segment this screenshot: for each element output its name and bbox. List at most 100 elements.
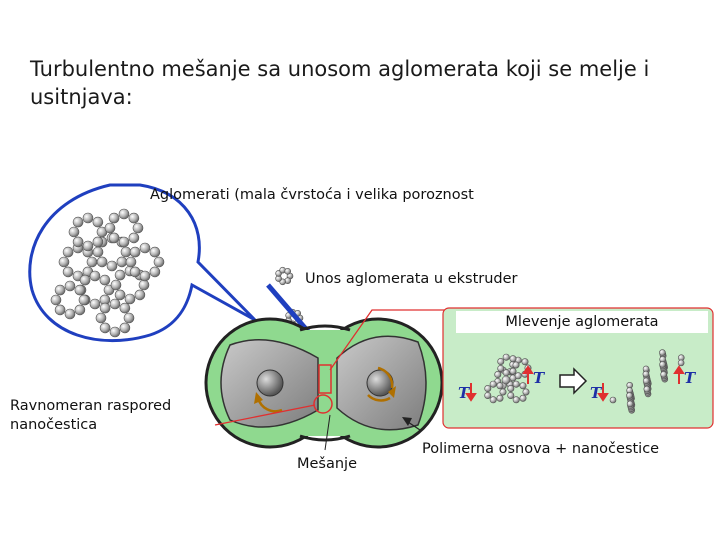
particle [86, 256, 98, 268]
label-grinding: Mlevenje aglomerata [456, 311, 708, 333]
particle [509, 355, 517, 363]
particle [496, 394, 504, 402]
particle [50, 294, 62, 306]
particle [129, 246, 141, 258]
particle [484, 385, 492, 393]
particle [74, 284, 86, 296]
particle [497, 358, 505, 366]
particle [106, 260, 118, 272]
particle [660, 371, 667, 378]
particle [507, 391, 515, 399]
process-arrow-icon [559, 367, 588, 395]
temperature-symbol-1: T [458, 384, 471, 402]
page-title: Turbulentno mešanje sa unosom aglomerata… [30, 57, 650, 109]
particle [512, 380, 520, 388]
label-mixing: Mešanje [297, 456, 358, 472]
particle [108, 232, 120, 244]
particle [626, 400, 634, 408]
particle [92, 236, 104, 248]
particle [116, 256, 128, 268]
right-screw [336, 335, 427, 431]
particle [64, 308, 76, 320]
particle [284, 268, 292, 275]
particle [114, 289, 126, 301]
dispersed-particles [609, 349, 685, 414]
particle [507, 385, 515, 393]
particle [139, 242, 151, 254]
particle [132, 222, 144, 234]
particle [104, 222, 116, 234]
particle [79, 274, 91, 286]
particle [64, 280, 76, 292]
grinding-zone-marker [318, 364, 332, 394]
particle [123, 312, 135, 324]
particle [82, 212, 94, 224]
particle [114, 269, 126, 281]
particle [496, 382, 504, 390]
particle [74, 304, 86, 316]
particle [489, 380, 497, 388]
particle [502, 353, 510, 361]
particle [497, 364, 505, 372]
particle [519, 382, 527, 390]
particle [139, 270, 151, 282]
particle [119, 302, 131, 314]
temperature-symbol-4: T [684, 369, 697, 387]
particle [509, 367, 517, 375]
particle [659, 361, 666, 368]
particle [99, 302, 111, 314]
particle [72, 236, 84, 248]
particle [96, 256, 108, 268]
grinding-detail-panel: T T T T [442, 307, 714, 429]
particle [499, 388, 507, 396]
mixing-zone-marker [313, 394, 333, 414]
particle [92, 216, 104, 228]
particle [110, 279, 122, 291]
particle [642, 370, 650, 378]
particle [494, 371, 502, 379]
particle [501, 375, 511, 385]
particle [108, 212, 120, 224]
label-uniform-distribution-line2: nanočestica [10, 416, 102, 434]
label-feed: Unos aglomerata u ekstruder [305, 271, 518, 287]
particle [58, 256, 70, 268]
temperature-symbol-3: T [590, 384, 603, 402]
particle [89, 270, 101, 282]
particle [99, 274, 111, 286]
agglomerate-callout [28, 183, 257, 343]
particle [521, 358, 529, 366]
particle [134, 289, 146, 301]
particle [138, 279, 150, 291]
temperature-symbol-2: T [533, 369, 546, 387]
particle [128, 212, 140, 224]
particle [659, 349, 666, 356]
particle [54, 284, 66, 296]
particle [120, 246, 132, 258]
particle [118, 236, 130, 248]
particle [62, 246, 74, 258]
particle [72, 216, 84, 228]
particle [677, 359, 685, 367]
particle [95, 312, 107, 324]
particle [118, 208, 130, 220]
label-polymer-matrix: Polimerna osnova + nanočestice [422, 441, 660, 457]
particle [512, 396, 520, 404]
particle [124, 293, 136, 305]
particle [522, 388, 530, 396]
particle [512, 361, 520, 369]
particle [89, 298, 101, 310]
particle [128, 232, 140, 244]
left-screw [220, 339, 319, 428]
particle [99, 322, 111, 334]
particle [519, 394, 527, 402]
particle [125, 256, 137, 268]
particle [484, 391, 492, 399]
particle [109, 326, 121, 338]
label-uniform-distribution-line1: Ravnomeran raspored [10, 397, 176, 415]
particle [92, 246, 104, 258]
particle [119, 322, 131, 334]
agglomerate-cluster [50, 208, 165, 338]
particle [68, 226, 80, 238]
particle [643, 385, 651, 393]
